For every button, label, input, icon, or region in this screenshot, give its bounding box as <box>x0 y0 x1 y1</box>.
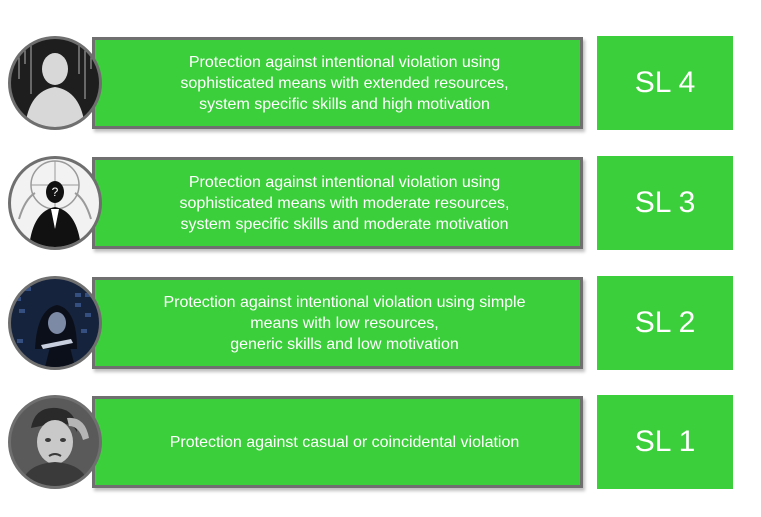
hacker-silhouette-icon <box>8 36 102 130</box>
hooded-hacker-icon <box>8 276 102 370</box>
security-level-row-1: Protection against casual or coincidenta… <box>0 395 761 496</box>
frustrated-person-icon <box>8 395 102 489</box>
security-level-label: SL 1 <box>597 395 733 489</box>
security-level-row-4: Protection against intentional violation… <box>0 36 761 137</box>
level-description: Protection against intentional violation… <box>180 53 509 113</box>
description-banner: Protection against casual or coincidenta… <box>92 396 583 488</box>
svg-text:?: ? <box>52 185 59 199</box>
level-description: Protection against intentional violation… <box>163 293 526 353</box>
level-description: Protection against casual or coincidenta… <box>169 433 520 451</box>
security-level-row-3: Protection against intentional violation… <box>0 156 761 257</box>
security-level-label: SL 4 <box>597 36 733 130</box>
security-level-label: SL 2 <box>597 276 733 370</box>
description-banner: Protection against intentional violation… <box>92 37 583 129</box>
description-banner: Protection against intentional violation… <box>92 157 583 249</box>
level-description: Protection against intentional violation… <box>179 173 510 233</box>
security-level-row-2: Protection against intentional violation… <box>0 276 761 377</box>
description-banner: Protection against intentional violation… <box>92 277 583 369</box>
masked-figure-icon: ? <box>8 156 102 250</box>
security-level-label: SL 3 <box>597 156 733 250</box>
